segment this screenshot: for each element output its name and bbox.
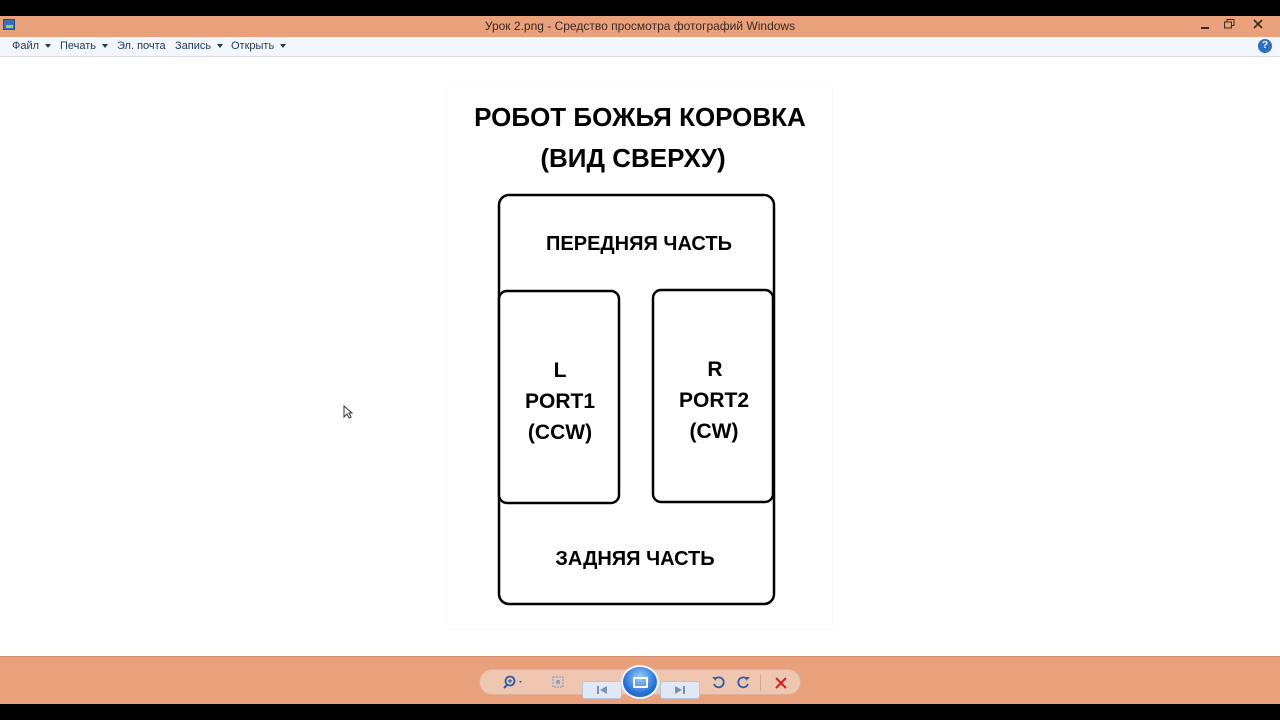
previous-button[interactable] — [582, 681, 622, 699]
menu-bar: Файл Печать Эл. почта Запись Открыть ? — [0, 37, 1280, 57]
screen-bottom-strip — [0, 704, 1280, 720]
restore-icon — [1223, 19, 1234, 29]
close-button[interactable] — [1241, 16, 1275, 33]
photo-title-line2: (ВИД СВЕРХУ) — [540, 143, 725, 173]
front-label: ПЕРЕДНЯЯ ЧАСТЬ — [546, 233, 732, 255]
back-label: ЗАДНЯЯ ЧАСТЬ — [555, 548, 714, 570]
screen-top-strip — [0, 0, 1280, 16]
chevron-down-icon — [280, 44, 287, 49]
rotate-counterclockwise-icon — [712, 676, 725, 689]
maximize-button[interactable] — [1218, 16, 1240, 33]
menu-email-label: Эл. почта — [117, 40, 166, 52]
app-icon[interactable] — [3, 19, 15, 30]
left-motor-direction: (CCW) — [528, 421, 592, 444]
window-title: Урок 2.png - Средство просмотра фотограф… — [484, 19, 796, 33]
menu-open[interactable]: Открыть — [231, 40, 287, 52]
left-motor-port: PORT1 — [525, 390, 595, 413]
menu-open-label: Открыть — [231, 40, 275, 52]
mouse-cursor-icon — [343, 405, 353, 419]
actual-size-button[interactable] — [550, 675, 566, 691]
displayed-photo: РОБОТ БОЖЬЯ КОРОВКА (ВИД СВЕРХУ) ПЕРЕДНЯ… — [447, 86, 832, 628]
slideshow-icon — [633, 677, 648, 688]
menu-print[interactable]: Печать — [60, 40, 109, 52]
zoom-button[interactable] — [502, 675, 526, 691]
menu-print-label: Печать — [60, 40, 97, 52]
next-icon — [675, 686, 685, 694]
actual-size-icon — [552, 676, 564, 688]
rotate-clockwise-button[interactable] — [736, 675, 752, 691]
title-bar: Урок 2.png - Средство просмотра фотограф… — [0, 16, 1280, 37]
right-motor-side: R — [707, 358, 722, 381]
menu-burn[interactable]: Запись — [175, 40, 224, 52]
minimize-icon — [1201, 27, 1209, 29]
previous-icon — [597, 686, 607, 694]
help-button[interactable]: ? — [1258, 39, 1272, 53]
toolbar-divider — [760, 675, 761, 691]
left-motor-side: L — [554, 359, 567, 382]
delete-button[interactable] — [773, 675, 789, 691]
slideshow-button[interactable] — [621, 665, 659, 699]
menu-file[interactable]: Файл — [12, 40, 52, 52]
photo-title-line1: РОБОТ БОЖЬЯ КОРОВКА — [474, 102, 806, 132]
menu-email[interactable]: Эл. почта — [117, 40, 166, 52]
chevron-down-icon — [102, 44, 109, 49]
close-icon — [1253, 19, 1263, 29]
chevron-down-icon — [45, 44, 52, 49]
right-motor-port: PORT2 — [679, 389, 749, 412]
rotate-counterclockwise-button[interactable] — [710, 675, 726, 691]
minimize-button[interactable] — [1193, 16, 1217, 33]
rotate-clockwise-icon — [737, 676, 750, 689]
menu-file-label: Файл — [12, 40, 40, 52]
right-motor-box — [651, 288, 775, 504]
chevron-down-icon — [217, 44, 224, 49]
menu-burn-label: Запись — [175, 40, 212, 52]
delete-icon — [775, 677, 787, 689]
next-button[interactable] — [660, 681, 700, 699]
left-motor-box — [497, 289, 621, 505]
robot-diagram: РОБОТ БОЖЬЯ КОРОВКА (ВИД СВЕРХУ) ПЕРЕДНЯ… — [474, 102, 806, 606]
right-motor-direction: (CW) — [690, 420, 739, 443]
zoom-icon — [503, 675, 522, 689]
